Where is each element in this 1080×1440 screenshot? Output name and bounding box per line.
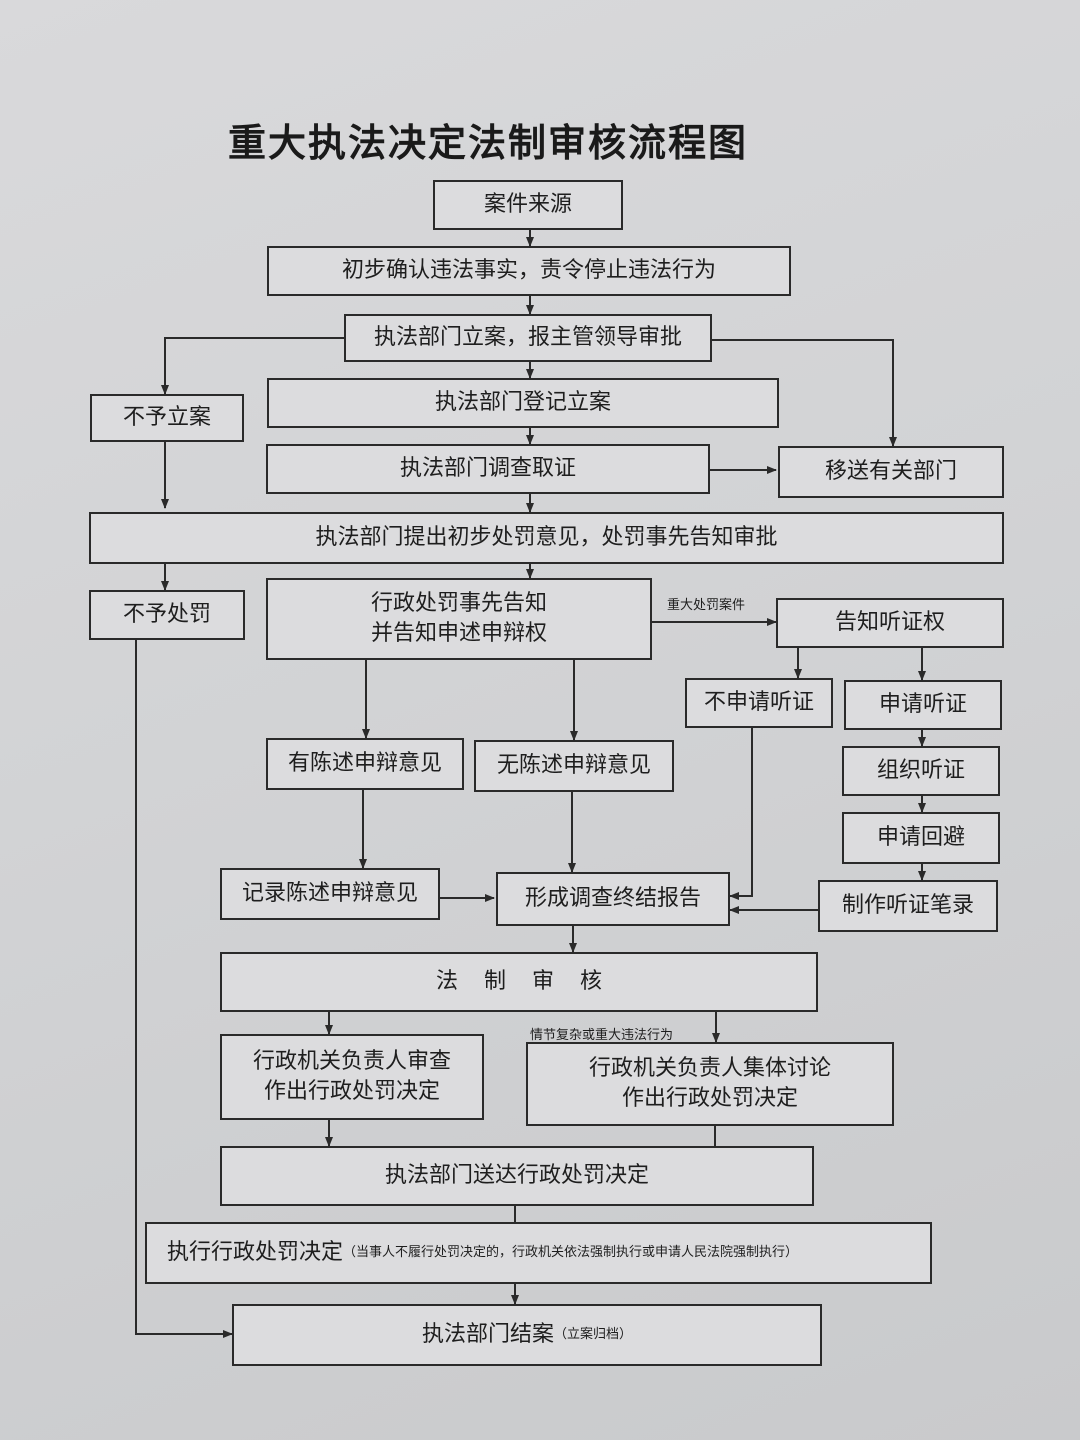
node-no-statement: 无陈述申辩意见 [474,740,674,792]
edge-label-major-case: 重大处罚案件 [667,598,746,613]
node-confirm-facts: 初步确认违法事实，责令停止违法行为 [267,246,791,296]
node-has-statement: 有陈述申辩意见 [266,738,464,790]
node-register-case-label: 执法部门登记立案 [434,390,611,416]
node-collective-line1: 行政机关负责人集体讨论 [588,1056,831,1082]
node-apply-recusal: 申请回避 [842,812,1000,864]
node-preliminary-opinion-label: 执法部门提出初步处罚意见，处罚事先告知审批 [315,525,778,551]
node-hearing-right-label: 告知听证权 [834,610,945,636]
arrow-file-to-no-filing [161,337,344,395]
node-close-case-note: （立案归档） [554,1327,633,1343]
arrow-no-request-to-report [729,728,753,900]
node-no-penalty-label: 不予处罚 [122,602,211,628]
node-case-source-label: 案件来源 [483,192,572,218]
node-hearing-record-label: 制作听证笔录 [841,893,974,919]
node-collective-line2: 作出行政处罚决定 [621,1086,798,1111]
node-head-review-line1: 行政机关负责人审查 [252,1049,451,1075]
node-legal-review: 法制审核 [220,952,818,1012]
node-has-statement-label: 有陈述申辩意见 [287,751,442,777]
node-record-statement: 记录陈述申辩意见 [220,868,440,920]
node-head-review-line2: 作出行政处罚决定 [263,1079,440,1104]
node-no-filing: 不予立案 [90,394,244,442]
node-file-report: 执法部门立案，报主管领导审批 [344,314,712,362]
node-record-statement-label: 记录陈述申辩意见 [241,881,418,907]
node-no-statement-label: 无陈述申辩意见 [496,753,651,779]
node-register-case: 执法部门登记立案 [267,378,779,428]
node-investigate: 执法部门调查取证 [266,444,710,494]
node-deliver-decision: 执法部门送达行政处罚决定 [220,1146,814,1206]
node-transfer: 移送有关部门 [778,446,1004,498]
node-deliver-decision-label: 执法部门送达行政处罚决定 [384,1163,649,1189]
node-hearing-request: 申请听证 [844,680,1002,730]
node-final-report-label: 形成调查终结报告 [524,886,701,912]
node-hearing-record: 制作听证笔录 [818,880,998,932]
node-prior-notice-line2: 并告知申述申辩权 [370,621,547,646]
node-no-penalty: 不予处罚 [89,590,245,640]
node-close-case-label: 执法部门结案 [421,1322,554,1348]
node-transfer-label: 移送有关部门 [824,459,957,485]
node-organize-hearing-label: 组织听证 [876,758,965,784]
edge-label-complex-case: 情节复杂或重大违法行为 [530,1028,674,1043]
node-legal-review-label: 法制审核 [435,969,628,995]
node-file-report-label: 执法部门立案，报主管领导审批 [373,325,682,351]
node-no-hearing-request-label: 不申请听证 [703,690,814,716]
node-head-review: 行政机关负责人审查 作出行政处罚决定 [220,1034,484,1120]
arrow-file-to-transfer [712,339,897,447]
diagram-title: 重大执法决定法制审核流程图 [228,120,749,165]
node-prior-notice-line1: 行政处罚事先告知 [370,591,547,617]
node-no-filing-label: 不予立案 [122,405,211,431]
node-hearing-right: 告知听证权 [776,598,1004,648]
node-case-source: 案件来源 [433,180,623,230]
node-final-report: 形成调查终结报告 [496,872,730,926]
node-no-hearing-request: 不申请听证 [685,678,833,728]
node-collective-discussion: 行政机关负责人集体讨论 作出行政处罚决定 [526,1042,894,1126]
node-prior-notice: 行政处罚事先告知 并告知申述申辩权 [266,578,652,660]
arrow-no-penalty-to-close [135,640,233,1338]
node-preliminary-opinion: 执法部门提出初步处罚意见，处罚事先告知审批 [89,512,1004,564]
node-close-case: 执法部门结案 （立案归档） [232,1304,822,1366]
node-execute-decision-note: （当事人不履行处罚决定的，行政机关依法强制执行或申请人民法院强制执行） [343,1245,799,1261]
node-apply-recusal-label: 申请回避 [876,825,965,851]
node-execute-decision-label: 执行行政处罚决定 [167,1240,344,1266]
node-investigate-label: 执法部门调查取证 [399,456,576,482]
node-confirm-facts-label: 初步确认违法事实，责令停止违法行为 [341,258,716,284]
node-organize-hearing: 组织听证 [842,746,1000,796]
node-execute-decision: 执行行政处罚决定 （当事人不履行处罚决定的，行政机关依法强制执行或申请人民法院强… [145,1222,932,1284]
node-hearing-request-label: 申请听证 [878,692,967,718]
